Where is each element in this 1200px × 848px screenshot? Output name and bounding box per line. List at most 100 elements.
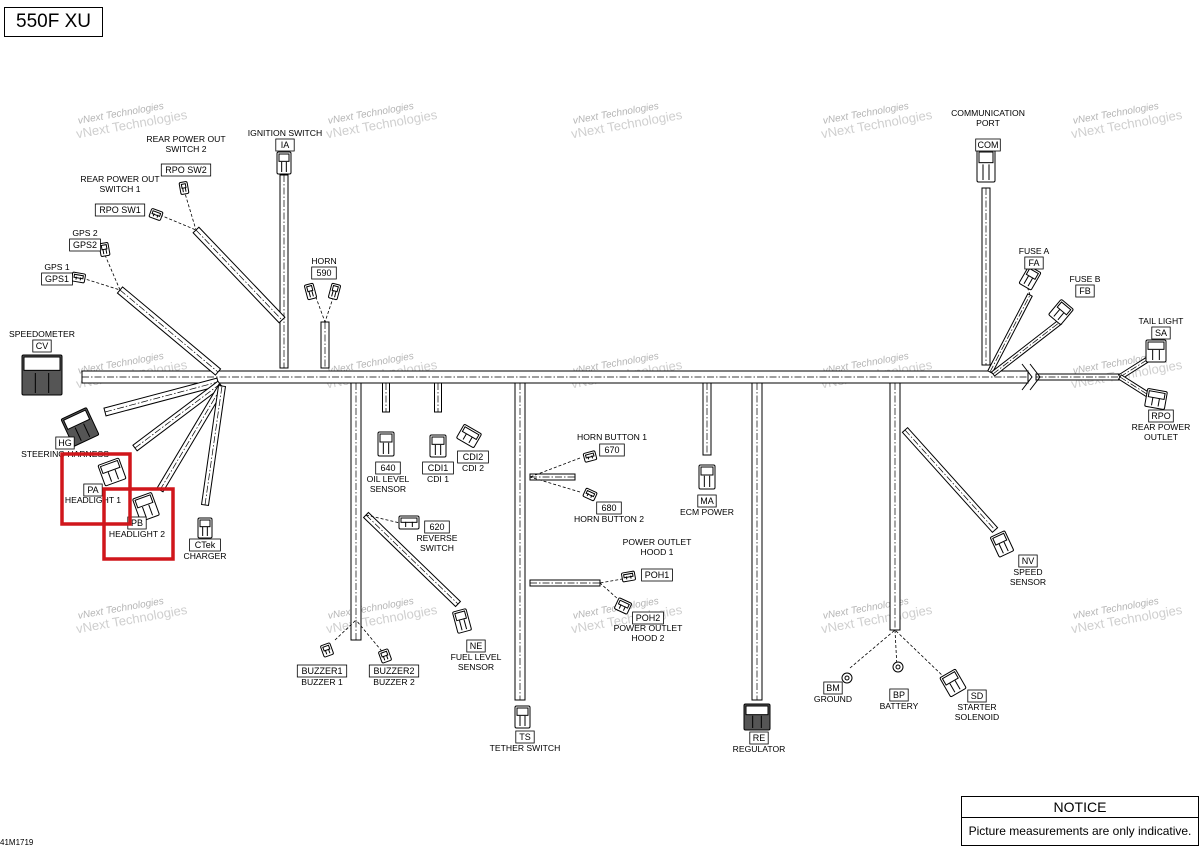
- connector-code: 670: [604, 445, 619, 455]
- harness-segment: [981, 187, 991, 366]
- code-box: [749, 731, 769, 745]
- highlight-layer: [60, 452, 175, 561]
- fb-connector[interactable]: [1048, 299, 1074, 325]
- code-box: [632, 611, 664, 625]
- connector-code: POH1: [645, 570, 670, 580]
- diagram-title: 550F XU: [4, 7, 103, 37]
- hg-connector[interactable]: [60, 407, 100, 447]
- connector-code: SD: [971, 691, 984, 701]
- harness-segment: [987, 293, 1033, 374]
- harness-segment: [103, 377, 220, 417]
- connector-description: SPEEDOMETER: [9, 329, 75, 339]
- code-box: [368, 664, 420, 678]
- code-box: [422, 461, 454, 475]
- code-box: [457, 450, 489, 464]
- sa-connector[interactable]: [1145, 339, 1167, 363]
- highlight-box-headlight-2[interactable]: [102, 487, 175, 561]
- harness-segment: [1035, 373, 1121, 381]
- harness-segment: [751, 382, 763, 701]
- fa-connector[interactable]: [1018, 265, 1042, 291]
- code-box: [296, 664, 348, 678]
- notice-box: NOTICE Picture measurements are only ind…: [961, 796, 1199, 846]
- connector-description: FUEL LEVEL: [451, 652, 502, 662]
- wire-lead: [529, 476, 581, 493]
- re-connector[interactable]: [743, 703, 771, 731]
- connector-description: GPS 1: [44, 262, 70, 272]
- connector-description: REAR POWER OUT: [80, 174, 160, 184]
- horn-btn2-connector[interactable]: [582, 487, 598, 502]
- cdi1-connector[interactable]: [429, 434, 447, 458]
- connector-code: RPO: [1151, 411, 1171, 421]
- code-box: [424, 520, 450, 534]
- connector-code: 590: [316, 268, 331, 278]
- connector-description: ECM POWER: [680, 507, 734, 517]
- connector-label-cv: CV SPEEDOMETER: [9, 329, 75, 353]
- connector-description: GROUND: [814, 694, 852, 704]
- connector-description: GPS 2: [72, 228, 98, 238]
- connector-description: BUZZER 2: [373, 677, 415, 687]
- connector-description: PORT: [976, 118, 1000, 128]
- connector-description: STARTER: [957, 702, 996, 712]
- connector-code: RPO SW1: [99, 205, 141, 215]
- buzzer2-connector[interactable]: [378, 648, 392, 664]
- buzzer1-connector[interactable]: [320, 642, 334, 658]
- code-box: [889, 688, 909, 702]
- wire-lead: [183, 189, 197, 231]
- pb-connector[interactable]: [132, 492, 160, 522]
- connector-description: SENSOR: [370, 484, 406, 494]
- cdi2-connector[interactable]: [456, 424, 482, 448]
- fuel-connector[interactable]: [452, 608, 472, 634]
- gps1-connector[interactable]: [71, 271, 86, 284]
- horn-590-connector[interactable]: [304, 282, 317, 301]
- code-box: [823, 681, 843, 695]
- connector-description: OUTLET: [1144, 432, 1179, 442]
- connector-code: CV: [36, 341, 49, 351]
- ma-connector[interactable]: [698, 464, 716, 490]
- connector-description: REAR POWER: [1132, 422, 1191, 432]
- bp-ring-terminal[interactable]: [892, 661, 904, 673]
- connector-description: HOOD 2: [632, 633, 665, 643]
- connector-description: COMMUNICATION: [951, 108, 1025, 118]
- ia-connector[interactable]: [276, 151, 292, 175]
- harness-segment: [901, 426, 999, 534]
- rpo-sw1-connector[interactable]: [148, 208, 164, 221]
- poh1-connector[interactable]: [621, 570, 636, 583]
- ctek-connector[interactable]: [197, 517, 213, 539]
- com-connector[interactable]: [976, 149, 996, 183]
- tether-connector[interactable]: [514, 705, 531, 729]
- connector-code: NE: [470, 641, 483, 651]
- horn-590b-connector[interactable]: [328, 282, 341, 301]
- connector-description: REGULATOR: [733, 744, 786, 754]
- wire-lead: [104, 254, 121, 291]
- bm-ring-terminal[interactable]: [841, 672, 853, 684]
- gps2-connector[interactable]: [98, 242, 111, 257]
- nv-connector[interactable]: [990, 530, 1014, 558]
- horn-btn1-connector[interactable]: [582, 450, 598, 463]
- rpo-connector[interactable]: [1144, 388, 1168, 410]
- rpo-sw2-connector[interactable]: [178, 181, 190, 195]
- cv-connector[interactable]: [21, 354, 63, 396]
- sd-connector[interactable]: [939, 669, 967, 697]
- pa-connector[interactable]: [97, 457, 127, 487]
- oil-connector[interactable]: [377, 431, 395, 457]
- harness-wires: [81, 174, 1153, 701]
- notice-title: NOTICE: [962, 797, 1198, 818]
- connector-code: RPO SW2: [165, 165, 207, 175]
- poh2-connector[interactable]: [614, 597, 632, 615]
- reverse-connector[interactable]: [398, 515, 420, 530]
- connector-description: IGNITION SWITCH: [248, 128, 322, 138]
- connector-code: CTek: [195, 540, 216, 550]
- harness-segment: [434, 382, 442, 413]
- connector-code: FA: [1028, 258, 1039, 268]
- connector-description: HORN BUTTON 1: [577, 432, 647, 442]
- connector-description: SPEED: [1013, 567, 1042, 577]
